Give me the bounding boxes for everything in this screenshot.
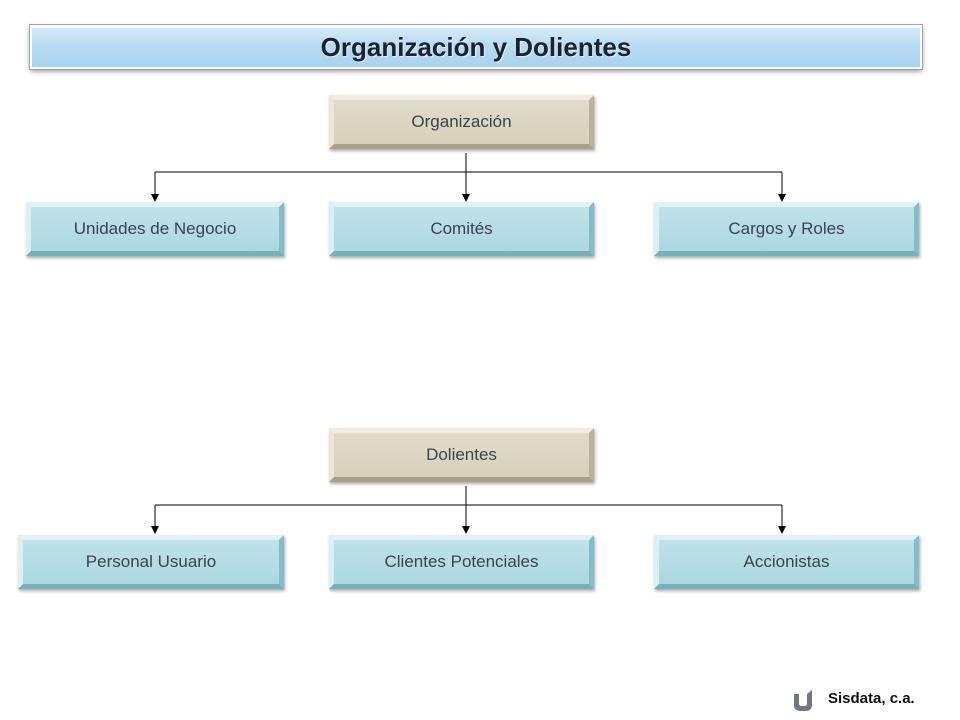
organization-root-node: Organización (329, 95, 594, 149)
committees-node: Comités (329, 202, 594, 256)
committees-label: Comités (430, 219, 493, 238)
business-units-node: Unidades de Negocio (26, 202, 284, 256)
potential-clients-label: Clientes Potenciales (384, 552, 539, 571)
organization-root-label: Organización (411, 112, 512, 131)
company-name: Sisdata, c.a. (828, 690, 915, 707)
page-title: Organización y Dolientes (320, 31, 632, 62)
potential-clients-node: Clientes Potenciales (329, 535, 594, 589)
shareholders-label: Accionistas (743, 552, 830, 571)
business-units-label: Unidades de Negocio (73, 219, 237, 238)
shareholders-node: Accionistas (654, 535, 919, 589)
sisdata-logo-icon (794, 690, 812, 711)
stakeholders-root-label: Dolientes (426, 445, 497, 464)
stakeholders-root-node: Dolientes (329, 428, 594, 482)
positions-roles-label: Cargos y Roles (728, 219, 845, 238)
user-staff-label: Personal Usuario (85, 552, 217, 571)
positions-roles-node: Cargos y Roles (654, 202, 919, 256)
title-banner: Organización y Dolientes (29, 24, 923, 70)
user-staff-node: Personal Usuario (18, 535, 284, 589)
